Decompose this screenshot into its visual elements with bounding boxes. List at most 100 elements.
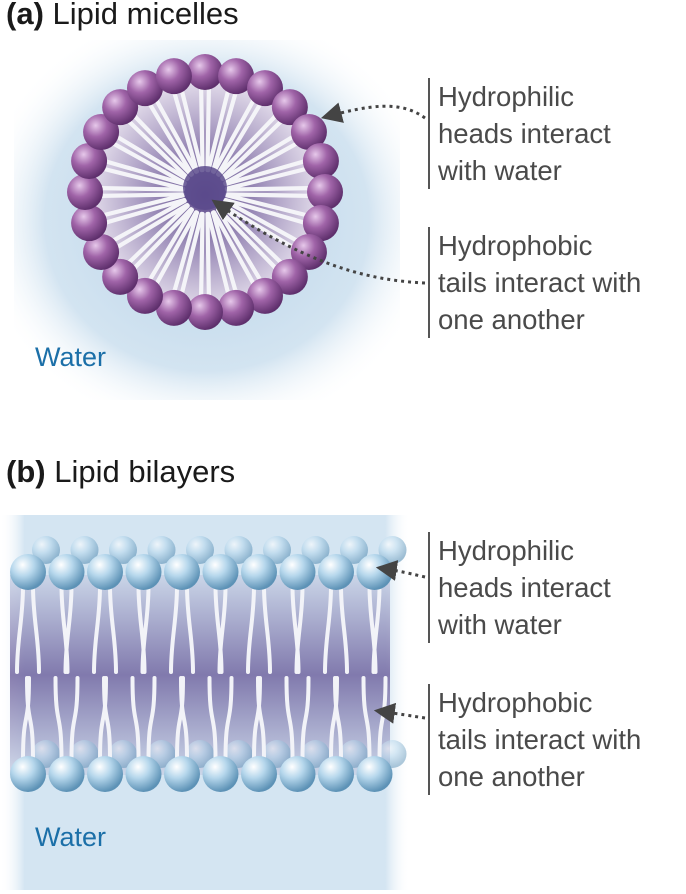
micelle-head [290,114,327,150]
micelle-tail [151,92,199,174]
micelle-tail [224,165,315,191]
bilayer-tail [294,584,305,674]
bilayer-head [164,756,200,792]
bilayer-head-back [147,536,176,564]
micelle-tail [105,198,187,246]
callout-line: with water [438,609,562,640]
micelle-head [127,277,163,314]
bilayer-head [87,554,123,590]
micelle-tail [215,96,266,177]
micelle-tail [220,202,301,253]
micelle-head [102,258,139,295]
micelle-tail [223,197,313,227]
bilayer-head-back [378,536,407,564]
panel-a-water-label: Water [35,342,107,372]
micelle-tail [95,165,186,191]
bilayer-head [356,756,393,792]
bilayer-tail [361,676,372,762]
bilayer-tail [300,676,311,762]
bilayer-tail [179,676,189,762]
micelle-tail [220,114,288,181]
micelle-tail [109,202,190,253]
micelle-head [307,174,343,210]
micelle-tail [224,192,318,199]
bilayer-head-back [301,536,330,564]
callout-line: Hydrophilic [438,81,575,112]
bilayer-tail [53,676,64,762]
micelle-head [218,58,255,95]
bilayer-head-back [224,536,253,564]
bilayer-head [87,756,123,792]
bilayer-head [125,756,162,792]
bilayer-head [125,554,162,590]
bilayer-tail [130,676,141,762]
callout-line: with water [438,155,562,186]
micelle-head [127,70,163,107]
micelle-tail [224,193,315,219]
micelle-heads [67,54,343,330]
micelle-tail [211,92,259,174]
bilayer-tail [140,584,151,674]
bilayer-head-back [263,536,291,564]
bilayer-tails [15,584,388,762]
bilayer-tail [217,584,228,674]
micelle-head [83,114,120,150]
micelle-tail [144,96,195,177]
bilayer-tail [256,676,266,762]
bilayer-tail [246,584,256,674]
micelle-tail [170,84,200,174]
bilayer-head-back [32,536,60,564]
micelle-tail [215,207,266,288]
micelle-head [102,89,139,126]
bilayer-head [318,756,354,792]
callout-line: Hydrophilic [438,535,575,566]
bilayer-tail [146,676,157,762]
micelle-tail [224,185,318,192]
bilayer-tail [63,584,74,674]
panel-b-tails-callout: Hydrophobic tails interact with one anot… [428,684,641,795]
micelle-head [290,234,327,270]
bilayer-tail [69,676,80,762]
bilayer-head [241,554,277,590]
micelle-tail [223,138,305,186]
micelle-tail [92,192,186,199]
bilayer-head-back [186,536,214,564]
bilayer-head [164,554,200,590]
panel-b-title: (b) Lipid bilayers [6,455,235,489]
micelle-head [67,174,103,210]
bilayer-head [356,554,393,590]
micelle-tail [198,211,205,305]
panel-a-tails-callout: Hydrophobic tails interact with one anot… [428,227,641,338]
micelle-head [271,89,308,126]
micelle-head [302,142,339,179]
panel-b-tails-arrow [373,702,426,724]
bilayer-tail [323,584,333,674]
bilayer-tail [169,584,179,674]
panel-b-heads-callout: Hydrophilic heads interact with water [428,532,611,643]
callout-line: Hydrophobic [438,687,593,718]
bilayer-head [279,756,316,792]
panel-b-water-label: Water [35,822,107,852]
bilayer-tail [31,584,41,674]
bilayer-head [10,756,46,792]
micelle-tail [92,185,186,192]
callout-line: one another [438,304,585,335]
micelle-tail [206,82,232,173]
bilayer-head-back [340,536,368,564]
micelle-tail [122,203,190,270]
micelle-head [71,205,108,242]
bilayer-head [202,756,239,792]
bilayer-tail [223,676,234,762]
micelle-tail [144,207,195,288]
bilayer-head [318,554,354,590]
panel-a-tails-arrow [211,199,426,285]
micelle-tail [206,211,232,302]
micelle-tail [223,157,313,187]
bilayer-tail [284,676,295,762]
micelle-tail [105,138,187,186]
bilayer-head [48,554,85,590]
micelle-tail [170,210,200,300]
bilayer-head-back [70,536,99,564]
micelle-head [71,142,108,179]
